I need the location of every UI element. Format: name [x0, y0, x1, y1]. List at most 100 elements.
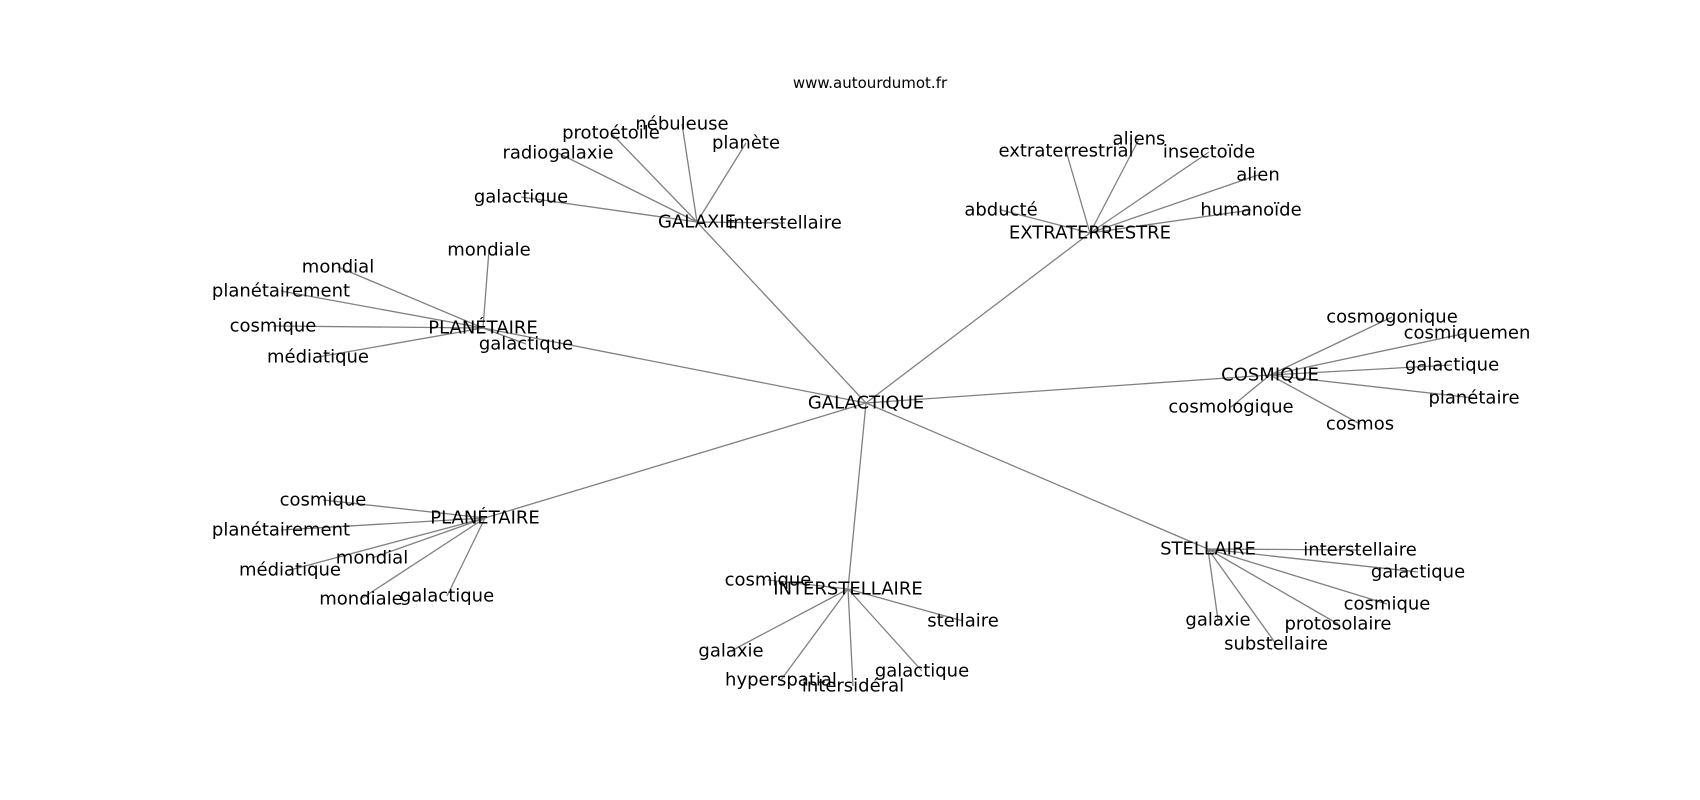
node-leaf-galactique[interactable]: galactique — [1371, 562, 1465, 583]
node-leaf-cosmique[interactable]: cosmique — [280, 490, 367, 511]
edge-planetaire-mondial — [337, 266, 484, 329]
node-leaf-mediatique[interactable]: médiatique — [267, 347, 369, 368]
node-leaf-galactique[interactable]: galactique — [474, 187, 568, 208]
node-leaf-aliens[interactable]: aliens — [1113, 129, 1166, 150]
node-leaf-planetairement[interactable]: planétairement — [212, 520, 350, 541]
edge-cosmique-cosmologique — [1230, 374, 1271, 408]
node-galaxie-0[interactable]: GALAXIE — [658, 212, 736, 233]
node-stellaire-6[interactable]: STELLAIRE — [1160, 539, 1256, 560]
edge-planetaire-mondiale — [360, 517, 486, 600]
edge-cosmique-galactique — [1269, 364, 1453, 376]
edge-extraterrestre-humanoide — [1089, 209, 1252, 234]
node-leaf-nebuleuse[interactable]: nébuleuse — [635, 114, 728, 135]
edge-extraterrestre-insectoide — [1089, 151, 1210, 234]
node-leaf-mondiale[interactable]: mondiale — [319, 589, 403, 610]
edge-cosmique-cosmos — [1269, 374, 1361, 425]
edge-root-interstellaire-5 — [847, 402, 867, 590]
node-extraterrestre-1[interactable]: EXTRATERRESTRE — [1009, 223, 1171, 244]
node-leaf-mediatique[interactable]: médiatique — [239, 560, 341, 581]
node-leaf-planetairement[interactable]: planétairement — [212, 281, 350, 302]
edge-extraterrestre-aliens — [1089, 138, 1140, 234]
node-leaf-protoetoile[interactable]: protoétoile — [562, 123, 660, 144]
node-leaf-stellaire[interactable]: stellaire — [927, 611, 999, 632]
edge-planetaire-cosmique — [272, 325, 484, 329]
edge-root-galaxie-0 — [696, 221, 867, 404]
edge-galaxie-planete — [696, 142, 747, 223]
edge-planetaire-mediatique — [289, 517, 486, 571]
node-leaf-cosmologique[interactable]: cosmologique — [1168, 397, 1293, 418]
edge-extraterrestre-extraterrestrial — [1065, 150, 1091, 234]
node-leaf-cosmiquemen[interactable]: cosmiquemen — [1404, 323, 1531, 344]
node-leaf-cosmos[interactable]: cosmos — [1326, 414, 1394, 435]
edge-interstellaire-galaxie — [730, 588, 849, 652]
node-leaf-humanoide[interactable]: humanoïde — [1200, 200, 1301, 221]
edge-stellaire-interstellaire — [1207, 548, 1361, 551]
node-root-galactique[interactable]: GALACTIQUE — [808, 393, 924, 414]
edge-cosmique-planetaire — [1269, 374, 1475, 399]
edge-interstellaire-hyperspatial — [780, 588, 849, 681]
node-leaf-mondiale[interactable]: mondiale — [447, 240, 531, 261]
node-leaf-mondial[interactable]: mondial — [336, 548, 408, 569]
edge-planetaire-planetairement — [280, 517, 486, 531]
edge-root-extraterrestre-1 — [865, 232, 1091, 404]
node-leaf-substellaire[interactable]: substellaire — [1224, 634, 1328, 655]
node-planetaire-4[interactable]: PLANÉTAIRE — [430, 507, 540, 529]
node-leaf-galaxie[interactable]: galaxie — [1185, 610, 1250, 631]
edge-galaxie-radiogalaxie — [557, 152, 698, 223]
node-leaf-cosmogonique[interactable]: cosmogonique — [1326, 307, 1458, 328]
node-leaf-galactique[interactable]: galactique — [400, 586, 494, 607]
node-leaf-hyperspatial[interactable]: hyperspatial — [725, 670, 837, 691]
node-leaf-galactique[interactable]: galactique — [479, 334, 573, 355]
edge-cosmique-cosmiquemen — [1269, 332, 1468, 376]
site-url: www.autourdumot.fr — [793, 74, 948, 92]
edge-extraterrestre-alien — [1089, 174, 1259, 234]
edge-extraterrestre-abducte — [1000, 209, 1091, 234]
node-interstellaire-5[interactable]: INTERSTELLAIRE — [773, 579, 922, 600]
edge-planetaire-planetairement — [280, 290, 484, 329]
edge-root-planetaire-2 — [482, 327, 867, 404]
node-leaf-cosmique[interactable]: cosmique — [1344, 594, 1431, 615]
edge-planetaire-mondial — [371, 517, 486, 559]
node-leaf-cosmique[interactable]: cosmique — [725, 570, 812, 591]
node-leaf-galactique[interactable]: galactique — [1405, 355, 1499, 376]
node-leaf-interstellaire[interactable]: interstellaire — [728, 213, 842, 234]
node-leaf-protosolaire[interactable]: protosolaire — [1284, 614, 1391, 635]
edge-galaxie-interstellaire — [696, 221, 786, 224]
node-leaf-galaxie[interactable]: galaxie — [698, 641, 763, 662]
node-leaf-extraterrestrial[interactable]: extraterrestrial — [998, 141, 1133, 162]
node-leaf-radiogalaxie[interactable]: radiogalaxie — [502, 143, 613, 164]
node-leaf-interstellaire[interactable]: interstellaire — [1303, 540, 1417, 561]
edge-cosmique-cosmogonique — [1269, 316, 1393, 376]
node-leaf-insectoide[interactable]: insectoïde — [1163, 142, 1255, 163]
node-leaf-planete[interactable]: planète — [712, 133, 780, 154]
edge-galaxie-nebuleuse — [681, 123, 698, 223]
edge-root-stellaire-6 — [865, 402, 1209, 550]
node-cosmique-3[interactable]: COSMIQUE — [1221, 365, 1319, 386]
node-leaf-planetaire[interactable]: planétaire — [1428, 388, 1519, 409]
edge-interstellaire-cosmique — [767, 579, 849, 590]
node-leaf-mondial[interactable]: mondial — [302, 257, 374, 278]
edge-stellaire-substellaire — [1207, 548, 1277, 645]
edge-galaxie-galactique — [520, 196, 698, 223]
node-leaf-abducte[interactable]: abducté — [964, 200, 1037, 221]
edge-root-cosmique-3 — [865, 374, 1271, 404]
edge-root-planetaire-4 — [484, 402, 867, 519]
edge-stellaire-galactique — [1207, 548, 1419, 573]
edge-planetaire-cosmique — [322, 499, 486, 519]
node-planetaire-2[interactable]: PLANÉTAIRE — [428, 317, 538, 339]
graph-labels: www.autourdumot.fr GALACTIQUE GALAXIE nébu… — [212, 74, 1530, 697]
edge-interstellaire-galactique — [847, 588, 923, 672]
edge-interstellaire-stellaire — [847, 588, 964, 622]
edge-stellaire-protosolaire — [1207, 548, 1339, 625]
edge-planetaire-galactique — [482, 327, 527, 345]
edge-interstellaire-intersideral — [847, 588, 854, 687]
edge-stellaire-cosmique — [1207, 548, 1388, 605]
node-leaf-intersideral[interactable]: intersidéral — [802, 676, 904, 697]
node-leaf-cosmique[interactable]: cosmique — [230, 316, 317, 337]
node-leaf-alien[interactable]: alien — [1236, 165, 1280, 186]
edge-planetaire-galactique — [446, 517, 486, 597]
node-leaf-galactique[interactable]: galactique — [875, 661, 969, 682]
graph-edges — [272, 123, 1475, 687]
edge-galaxie-protoetoile — [610, 132, 698, 223]
